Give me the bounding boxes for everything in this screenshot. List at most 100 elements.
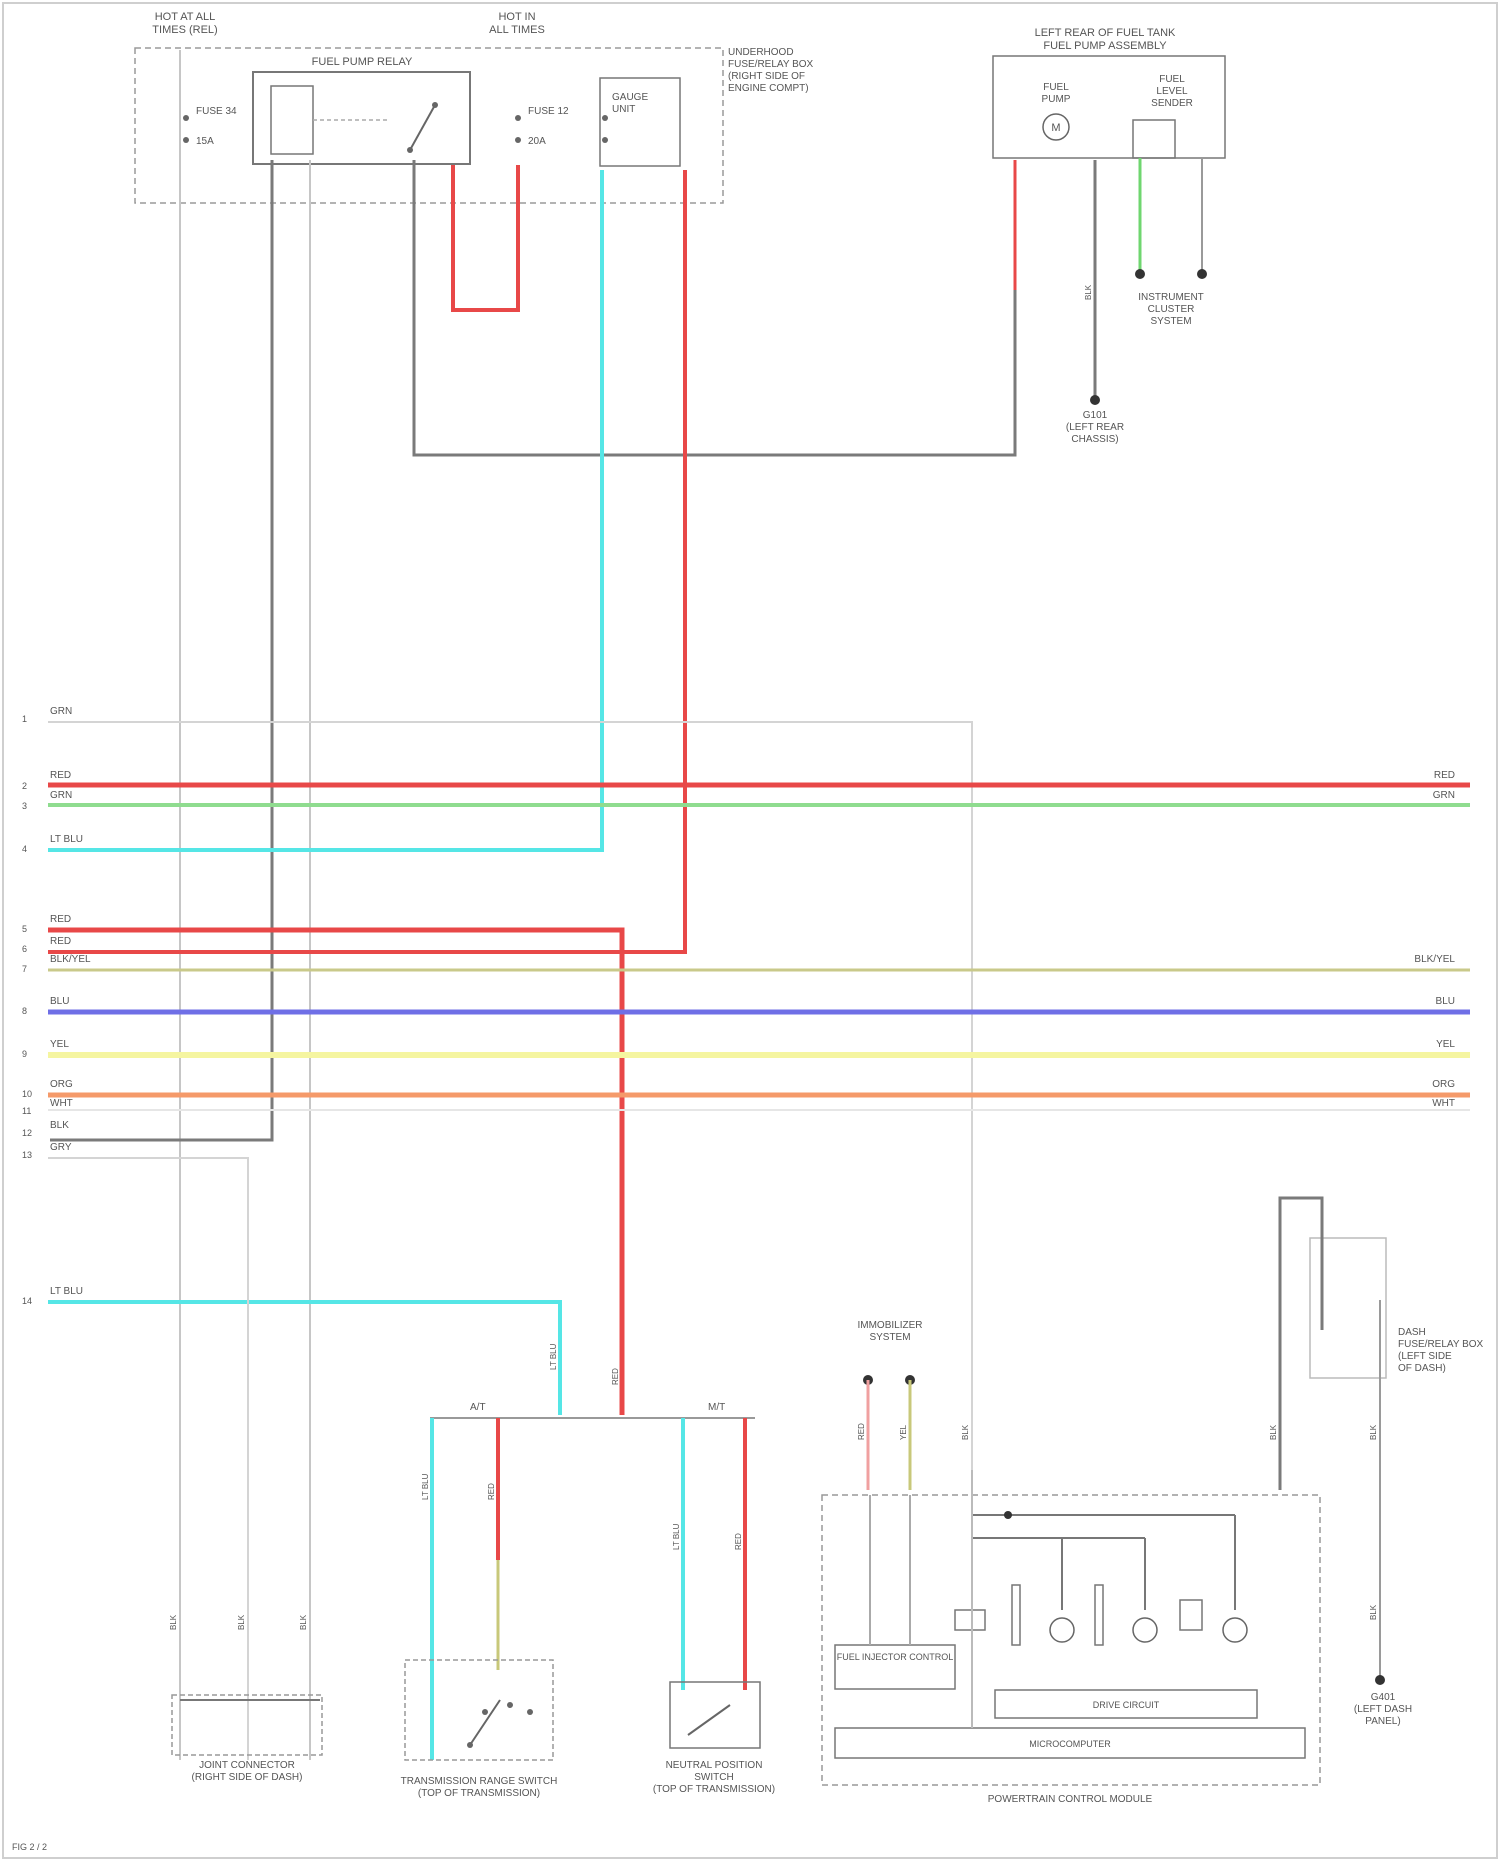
range-switch-contact	[482, 1709, 488, 1715]
gauge-box-label-1: GAUGE	[612, 92, 648, 103]
pump-name-2: PUMP	[1042, 94, 1071, 105]
pin-number: 8	[22, 1006, 27, 1016]
wire-tag: BLK	[961, 1424, 970, 1440]
pump-name-1: FUEL	[1043, 82, 1069, 93]
fuse-12-terminal	[515, 115, 521, 121]
ground-g4-2: (LEFT DASH	[1354, 1704, 1412, 1715]
sender-box	[1133, 120, 1175, 158]
fuse-box-2: FUSE/RELAY BOX	[1398, 1339, 1484, 1350]
bus-label-right: BLK/YEL	[1414, 954, 1455, 965]
pcm-transistor	[1133, 1618, 1157, 1642]
ground-g4-1: G401	[1371, 1692, 1396, 1703]
relay-pivot	[407, 147, 413, 153]
pin-number: 10	[22, 1089, 32, 1099]
range-switch-contact	[527, 1709, 533, 1715]
fuse-box-4: OF DASH)	[1398, 1363, 1446, 1374]
neutral-switch-1: NEUTRAL POSITION	[666, 1760, 763, 1771]
cluster-terminal	[1197, 269, 1207, 279]
bus-label-left: BLK	[50, 1120, 69, 1131]
pin-number: 5	[22, 924, 27, 934]
fuse-label-left-1: HOT AT ALL	[155, 11, 216, 23]
wire-gray-pcm-power	[1280, 1198, 1322, 1490]
bus-wire-red-2	[48, 930, 622, 1415]
box-label-3: (RIGHT SIDE OF	[728, 71, 805, 82]
ground-g401-dot	[1375, 1675, 1385, 1685]
bus-wire-ltblu-2	[48, 1302, 560, 1415]
pin-number: 11	[22, 1106, 31, 1116]
fuse-label-mid-1: HOT IN	[498, 11, 535, 23]
pin-number: 7	[22, 964, 27, 974]
fuse-mid-name: FUSE 12	[528, 106, 569, 117]
wire-tag: YEL	[899, 1424, 908, 1440]
bus-label-left: BLK/YEL	[50, 954, 91, 965]
cluster-terminal	[1135, 269, 1145, 279]
wire-gray-pump	[414, 160, 1015, 455]
left-connector-2: (RIGHT SIDE OF DASH)	[192, 1772, 303, 1783]
wire-tag: RED	[857, 1423, 866, 1440]
sender-name-2: LEVEL	[1156, 86, 1188, 97]
wire-tag: LT BLU	[549, 1343, 558, 1370]
neutral-switch-2: SWITCH	[694, 1772, 733, 1783]
range-switch-contact	[507, 1702, 513, 1708]
fuse-left-rating: 15A	[196, 136, 214, 147]
bus-label-right: GRN	[1433, 790, 1455, 801]
ground-g4-3: PANEL)	[1365, 1716, 1400, 1727]
bus-label-right: WHT	[1432, 1098, 1455, 1109]
neutral-switch-arm	[688, 1705, 730, 1735]
bus-wire-gry	[48, 1158, 248, 1760]
bus-label-left: RED	[50, 936, 71, 947]
pcm-diode-block	[1180, 1600, 1202, 1630]
wire-tag: RED	[734, 1533, 743, 1550]
fuse-34-terminal	[183, 137, 189, 143]
bus-label-right: RED	[1434, 770, 1455, 781]
bus-label-left: GRY	[50, 1142, 72, 1153]
left-connector-1: JOINT CONNECTOR	[199, 1760, 295, 1771]
cluster-label-2: CLUSTER	[1148, 304, 1195, 315]
pin-number: 14	[22, 1296, 32, 1306]
pin-number: 1	[22, 714, 27, 724]
range-switch-2: (TOP OF TRANSMISSION)	[418, 1788, 540, 1799]
pcm-regulator	[955, 1610, 985, 1630]
wire-tag: RED	[611, 1368, 620, 1385]
range-switch-arm	[470, 1700, 500, 1745]
wire-red-loop	[453, 165, 518, 310]
gauge-terminal	[602, 115, 608, 121]
ground-label-3: CHASSIS)	[1071, 434, 1118, 445]
wire-tag: BLK	[299, 1614, 308, 1630]
pin-number: 13	[22, 1150, 32, 1160]
fuse-box-3: (LEFT SIDE	[1398, 1351, 1452, 1362]
fuse-mid-rating: 20A	[528, 136, 546, 147]
bus-label-left: BLU	[50, 996, 69, 1007]
cluster-label-3: SYSTEM	[1150, 316, 1191, 327]
wire-tag: BLK	[1269, 1424, 1278, 1440]
gauge-box-label-2: UNIT	[612, 104, 635, 115]
wire-tag: BLK	[169, 1614, 178, 1630]
tank-label-2: FUEL PUMP ASSEMBLY	[1043, 40, 1167, 52]
pcm-junction	[1004, 1511, 1012, 1519]
bus-label-left: LT BLU	[50, 834, 83, 845]
bus-label-right: ORG	[1432, 1079, 1455, 1090]
box-label-1: UNDERHOOD	[728, 47, 794, 58]
bus-label-left: RED	[50, 914, 71, 925]
bus-label-left: GRN	[50, 790, 72, 801]
bus-tag-mt: M/T	[708, 1402, 725, 1413]
pin-number: 9	[22, 1049, 27, 1059]
cluster-label-1: INSTRUMENT	[1138, 292, 1204, 303]
bus-label-left: GRN	[50, 706, 72, 717]
bus-label-left: WHT	[50, 1098, 73, 1109]
pin-number: 6	[22, 944, 27, 954]
gauge-terminal	[602, 137, 608, 143]
bus-tag-at: A/T	[470, 1402, 486, 1413]
fuse-label-left-2: TIMES (REL)	[152, 24, 217, 36]
range-switch-pivot	[467, 1742, 473, 1748]
wire-tag: BLK	[1084, 284, 1093, 300]
pcm-sub-1: FUEL INJECTOR CONTROL	[837, 1652, 954, 1662]
ground-label-2: (LEFT REAR	[1066, 422, 1124, 433]
sender-name-3: SENDER	[1151, 98, 1193, 109]
wire-tag: LT BLU	[672, 1523, 681, 1550]
fuse-left-name: FUSE 34	[196, 106, 237, 117]
relay-name: FUEL PUMP RELAY	[312, 56, 413, 68]
footer-label: FIG 2 / 2	[12, 1842, 47, 1852]
fuel-pump-m: M	[1051, 122, 1060, 134]
